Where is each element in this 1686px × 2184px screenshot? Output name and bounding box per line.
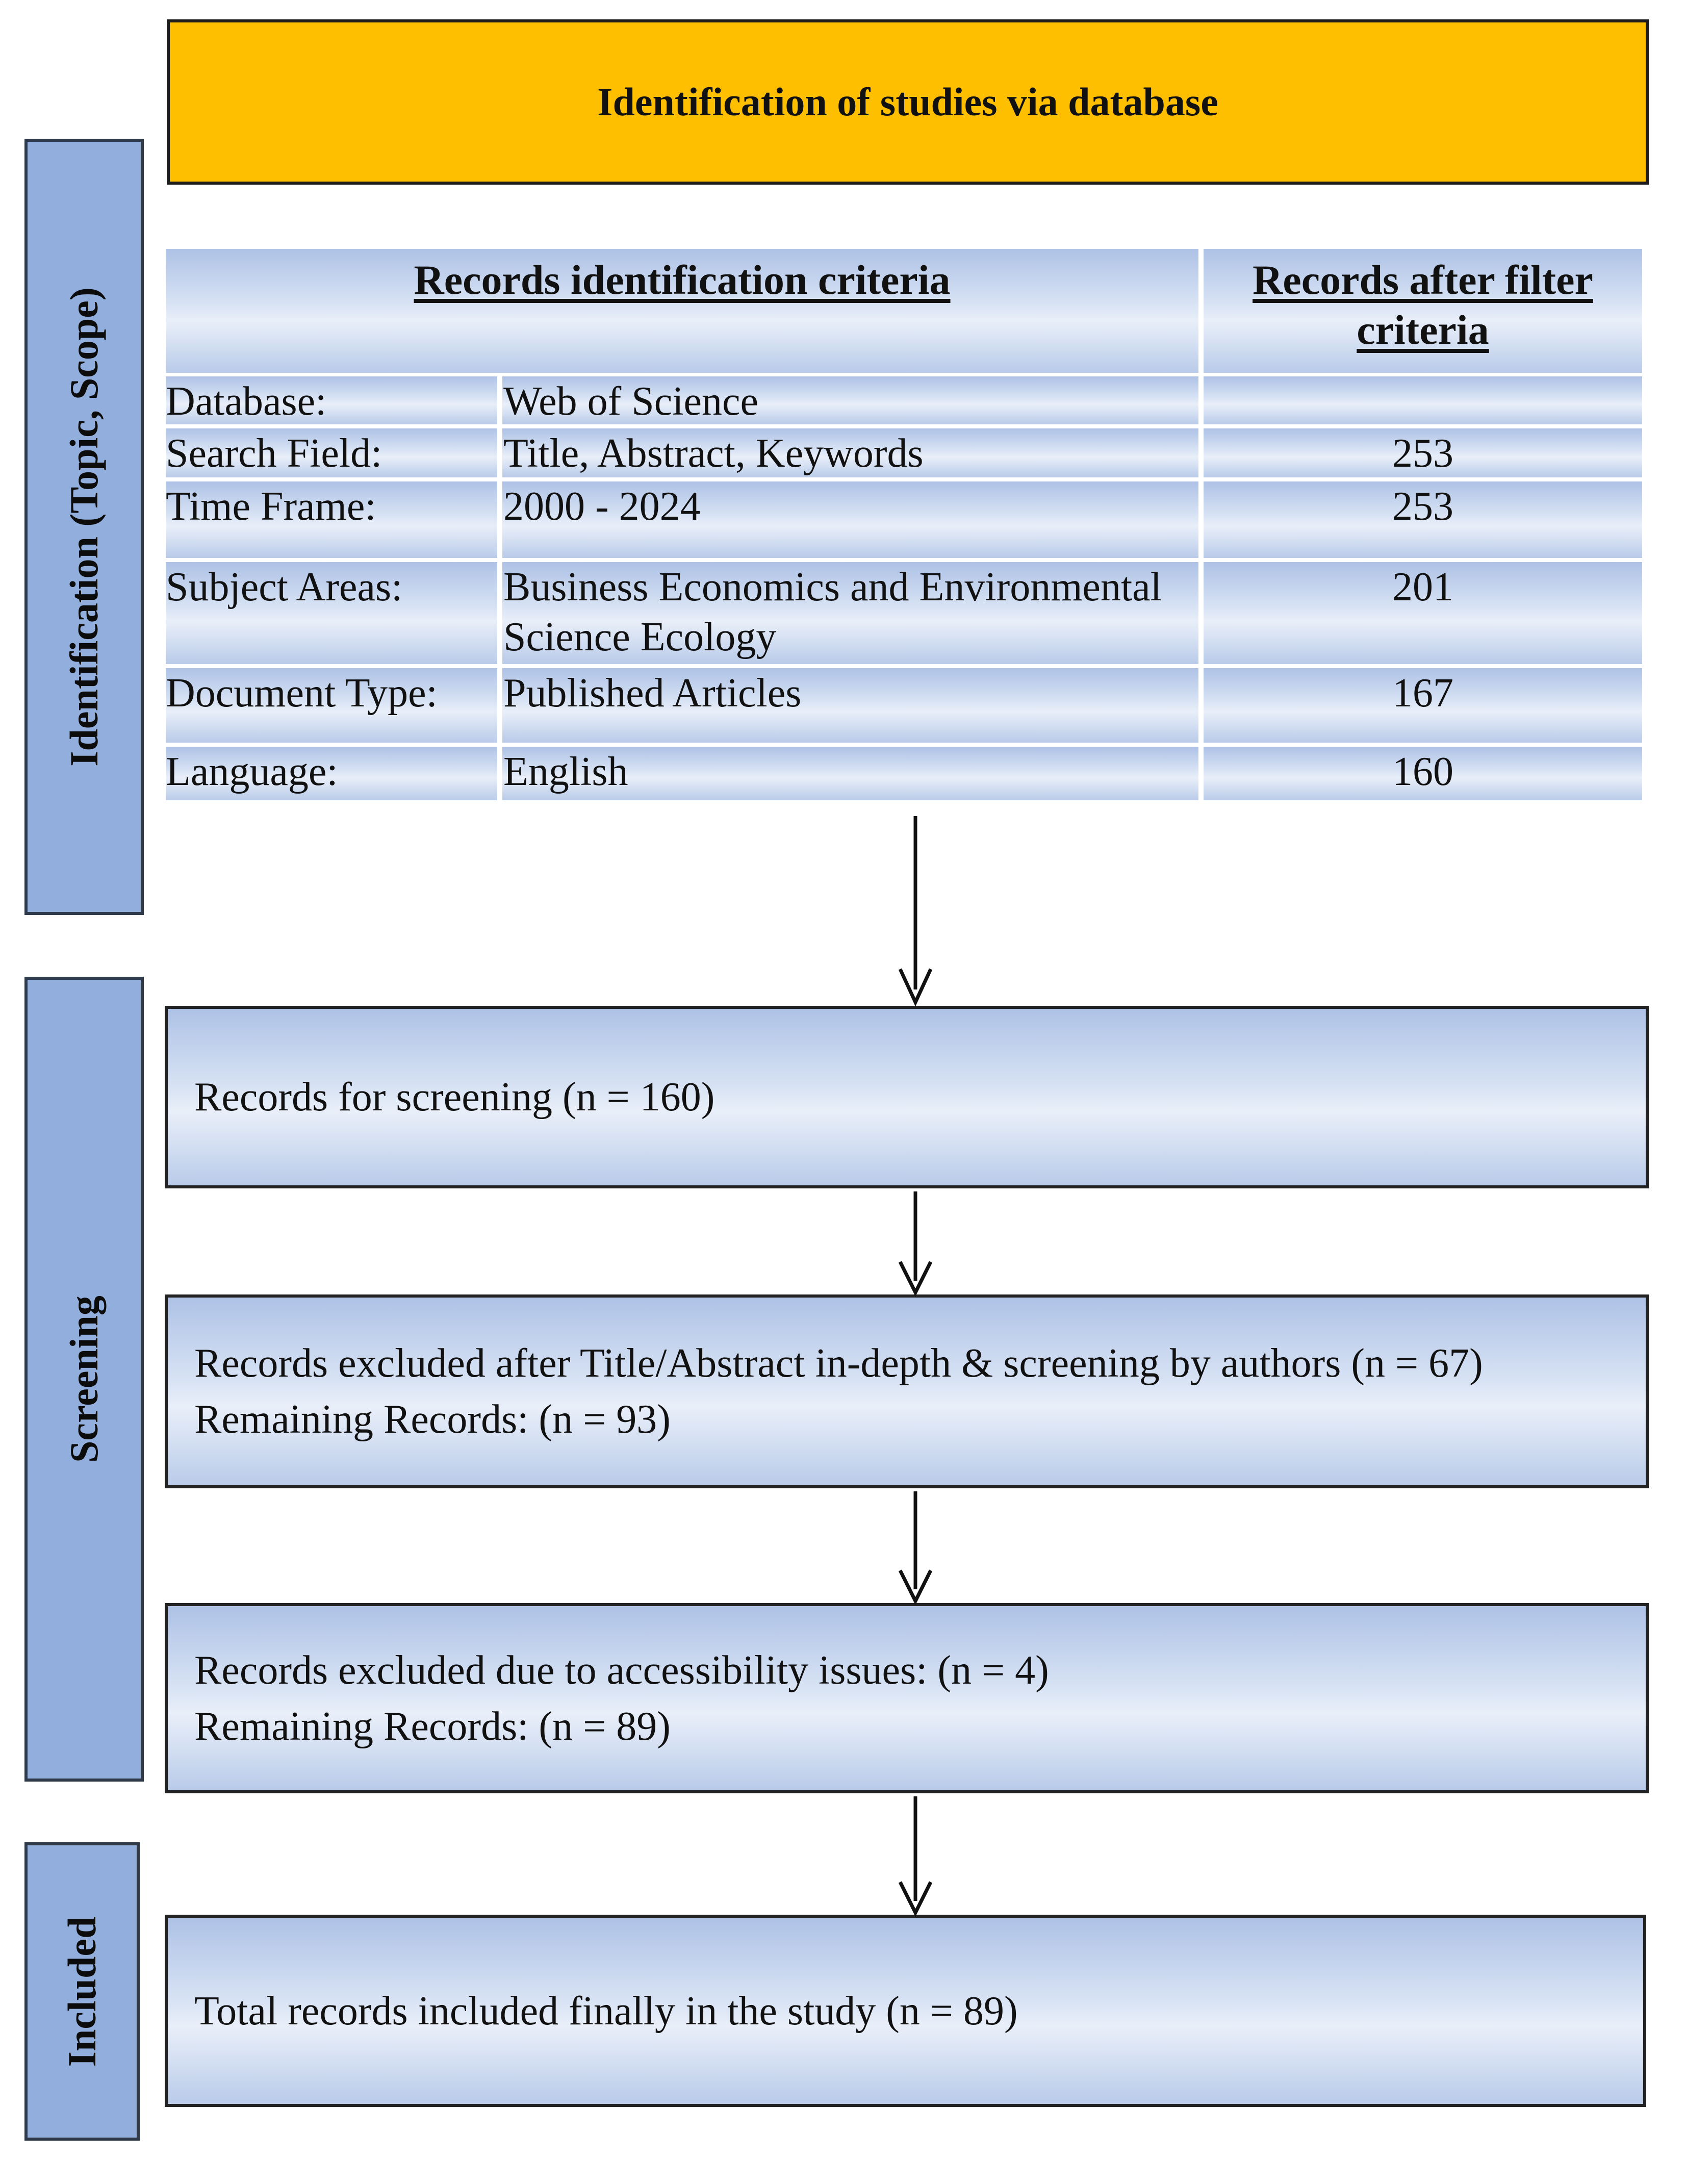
table-row-label: Language: [166,747,497,800]
title-abstract-exclusion-box: Records excluded after Title/Abstract in… [165,1294,1649,1488]
remaining-records-89-text: Remaining Records: (n = 89) [194,1704,671,1749]
accessibility-exclusion-box: Records excluded due to accessibility is… [165,1603,1649,1793]
table-row-count: 167 [1204,668,1642,743]
remaining-records-93-text: Remaining Records: (n = 93) [194,1397,671,1442]
phase-screening-label: Screening [62,1296,106,1463]
phase-identification-label: Identification (Topic, Scope) [62,287,106,767]
phase-included-label: Included [60,1916,104,2067]
table-row-label: Time Frame: [166,481,497,558]
header-title: Identification of studies via database [597,80,1218,124]
table-row-value: Business Economics and Environmental Sci… [502,562,1198,664]
table-row-value: 2000 - 2024 [502,481,1198,558]
arrow-down-icon [898,1491,933,1605]
table-row-label: Document Type: [166,668,497,743]
table-row-count: 201 [1204,562,1642,664]
table-header-criteria: Records identification criteria [166,249,1198,373]
arrow-down-icon [898,1191,933,1297]
table-row-label: Search Field: [166,428,497,477]
total-included-text: Total records included finally in the st… [194,1988,1018,2034]
table-row-count: 253 [1204,481,1642,558]
table-row-value: Published Articles [502,668,1198,743]
header-banner: Identification of studies via database [167,19,1649,185]
table-row-value: Title, Abstract, Keywords [502,428,1198,477]
table-header-after-filter: Records after filter criteria [1204,249,1642,373]
table-row-label: Subject Areas: [166,562,497,664]
table-row-count [1204,376,1642,424]
phase-screening: Screening [24,977,144,1782]
table-row-value: Web of Science [502,376,1198,424]
excluded-title-abstract-text: Records excluded after Title/Abstract in… [194,1341,1483,1386]
included-total-box: Total records included finally in the st… [165,1915,1646,2107]
table-row-count: 160 [1204,747,1642,800]
screening-records-text: Records for screening (n = 160) [194,1075,715,1120]
phase-identification: Identification (Topic, Scope) [24,139,144,915]
arrow-down-icon [898,816,933,1007]
criteria-table: Records identification criteria Records … [166,249,1642,802]
phase-included: Included [24,1842,140,2141]
arrow-down-icon [898,1796,933,1917]
table-row-count: 253 [1204,428,1642,477]
table-row-label: Database: [166,376,497,424]
excluded-accessibility-text: Records excluded due to accessibility is… [194,1647,1049,1693]
table-row-value: English [502,747,1198,800]
screening-records-box: Records for screening (n = 160) [165,1006,1649,1188]
